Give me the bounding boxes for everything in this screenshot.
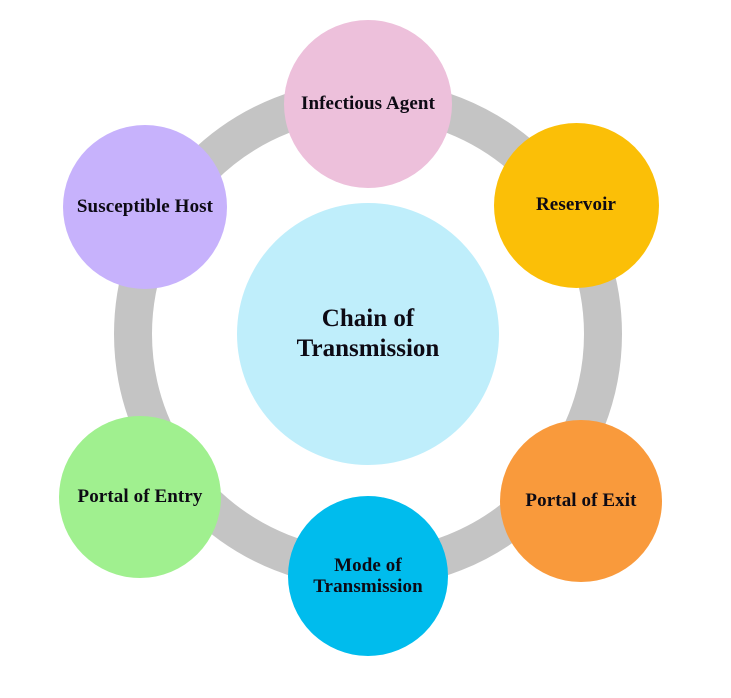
node-infectious-agent[interactable]: Infectious Agent [284, 20, 452, 188]
node-portal-of-exit[interactable]: Portal of Exit [500, 420, 662, 582]
node-label-reservoir: Reservoir [535, 194, 617, 216]
node-susceptible-host[interactable]: Susceptible Host [63, 125, 227, 289]
hub-label: Chain of Transmission [296, 305, 440, 362]
node-label-infectious-agent: Infectious Agent [300, 93, 436, 115]
node-reservoir[interactable]: Reservoir [493, 122, 659, 288]
node-mode-of-transmission[interactable]: Mode of Transmission [288, 496, 448, 656]
node-portal-of-entry[interactable]: Portal of Entry [59, 416, 221, 578]
node-label-portal-of-exit: Portal of Exit [525, 490, 637, 512]
hub-chain-of-transmission[interactable]: Chain of Transmission [237, 203, 499, 465]
node-label-portal-of-entry: Portal of Entry [77, 486, 203, 508]
node-label-susceptible-host: Susceptible Host [76, 196, 214, 218]
node-label-mode-of-transmission: Mode of Transmission [313, 554, 423, 597]
